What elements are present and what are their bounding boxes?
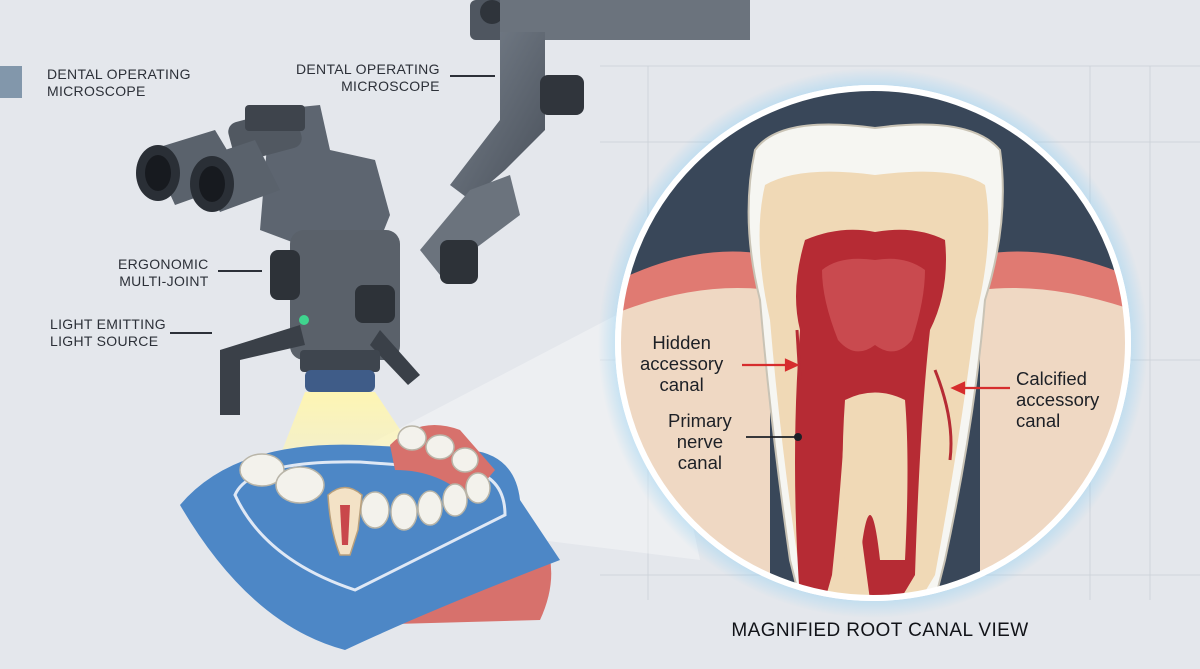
callout-hidden-line3: canal (659, 374, 704, 395)
label-microscope-top: DENTAL OPERATING MICROSCOPE (296, 61, 440, 95)
label-microscope-top-line2: MICROSCOPE (341, 78, 440, 94)
callout-primary-canal: Primary nerve canal (668, 410, 732, 473)
label-microscope-left-line2: MICROSCOPE (47, 83, 146, 99)
view-title: MAGNIFIED ROOT CANAL VIEW (731, 620, 1029, 641)
callout-hidden-line1: Hidden (652, 332, 711, 353)
microscope-head (136, 105, 478, 415)
callout-primary-line3: canal (677, 452, 722, 473)
label-light-source-leader (170, 332, 212, 334)
callout-hidden-canal: Hidden accessory canal (640, 332, 723, 395)
label-ergonomic-joint-line2: MULTI-JOINT (119, 273, 209, 289)
callout-calcified-line3: canal (1016, 410, 1061, 431)
callout-primary-line1: Primary (668, 410, 732, 431)
accent-block (0, 66, 22, 98)
callout-calcified-line1: Calcified (1016, 368, 1087, 389)
dental-model (180, 425, 560, 650)
primary-canal-dot (794, 433, 802, 441)
label-microscope-left-line1: DENTAL OPERATING (47, 66, 191, 82)
callout-hidden-line2: accessory (640, 353, 724, 374)
label-microscope-top-line1: DENTAL OPERATING (296, 61, 440, 77)
label-microscope-left: DENTAL OPERATING MICROSCOPE (47, 66, 191, 100)
callout-calcified-line2: accessory (1016, 389, 1100, 410)
callout-calcified-canal: Calcified accessory canal (1016, 368, 1099, 431)
label-light-source: LIGHT EMITTING LIGHT SOURCE (50, 316, 166, 350)
label-ergonomic-joint-leader (218, 270, 262, 272)
microscope-arm (420, 0, 750, 275)
label-light-source-line2: LIGHT SOURCE (50, 333, 159, 349)
callout-primary-line2: nerve (676, 431, 723, 452)
callout-arrows (742, 358, 1010, 395)
label-light-source-line1: LIGHT EMITTING (50, 316, 166, 332)
label-ergonomic-joint: ERGONOMIC MULTI-JOINT (118, 256, 209, 290)
label-ergonomic-joint-line1: ERGONOMIC (118, 256, 209, 272)
label-microscope-top-leader (450, 75, 495, 77)
